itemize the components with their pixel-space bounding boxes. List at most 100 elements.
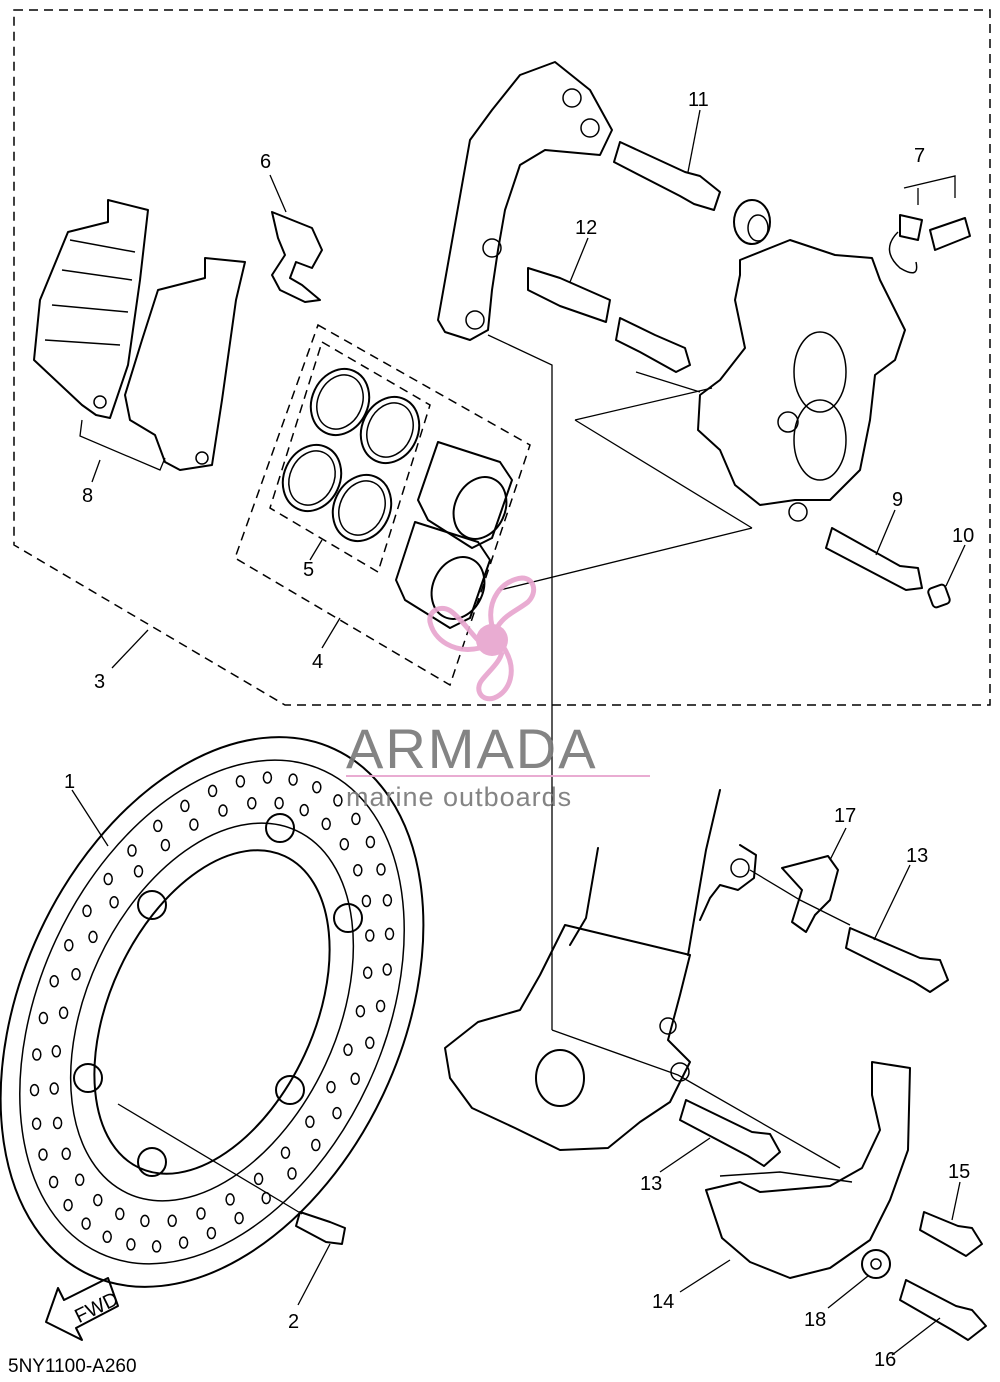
disc-hole — [48, 1175, 59, 1189]
disc-hole — [247, 796, 257, 810]
disc-hole — [274, 796, 284, 810]
brake-pad-right — [124, 257, 246, 471]
callout-10: 10 — [952, 525, 974, 547]
disc-hole — [351, 812, 361, 826]
watermark: ARMADA marine outboards — [346, 575, 650, 812]
disc-hole — [38, 1148, 48, 1161]
disc-hole — [382, 894, 393, 907]
disc-hole — [355, 1004, 366, 1018]
bleed-screw — [888, 214, 971, 274]
caliper-pin-11 — [613, 141, 721, 211]
fwd-arrow: FWD — [45, 1277, 122, 1341]
disc-hole — [63, 1198, 73, 1212]
callout-11: 11 — [688, 89, 709, 111]
watermark-tagline: marine outboards — [346, 782, 572, 812]
pad-spring — [271, 211, 323, 303]
caliper-assembly-boundary — [13, 9, 991, 706]
disc-hole — [362, 966, 373, 979]
disc-hole — [133, 865, 144, 878]
callout-6: 6 — [260, 151, 271, 173]
disc-hole — [384, 927, 395, 941]
disc-hole — [365, 929, 375, 942]
disc-hole — [31, 1117, 42, 1130]
bolt-16 — [899, 1279, 987, 1341]
callout-13-upper: 13 — [906, 845, 928, 867]
disc-cover — [705, 1061, 911, 1279]
callout-16: 16 — [874, 1349, 896, 1371]
callout-8: 8 — [82, 485, 93, 507]
disc-hole — [71, 967, 81, 981]
disc-hole — [64, 938, 74, 952]
disc-hole — [52, 1116, 63, 1130]
callout-15: 15 — [948, 1161, 970, 1183]
disc-hole — [115, 1207, 125, 1221]
callout-2: 2 — [288, 1311, 299, 1333]
disc-hole — [49, 1082, 59, 1095]
disc-hole — [332, 1106, 342, 1120]
bleed-cap-10 — [927, 583, 951, 609]
disc-hole — [333, 794, 343, 807]
disc-hole — [206, 1226, 217, 1240]
bolt-15 — [919, 1211, 983, 1257]
brake-pad-left — [33, 199, 149, 419]
disc-hole — [287, 1167, 297, 1180]
disc-hole — [58, 1006, 69, 1020]
piston-kit-boundary — [234, 323, 531, 687]
disc-hole — [207, 784, 218, 798]
callout-5: 5 — [303, 559, 314, 581]
disc-hole — [103, 872, 113, 886]
disc-hole — [38, 1011, 49, 1025]
disc-hole — [160, 838, 171, 852]
disc-hole — [167, 1214, 177, 1228]
disc-hole — [82, 904, 92, 918]
guard-bracket-17 — [781, 855, 839, 933]
disc-hole — [288, 773, 298, 786]
disc-hole — [353, 863, 363, 877]
disc-hole — [81, 1217, 91, 1230]
callout-4: 4 — [312, 651, 323, 673]
caliper-body — [697, 239, 906, 522]
callout-18: 18 — [804, 1309, 826, 1331]
disc-hole — [61, 1147, 71, 1161]
disc-hole — [225, 1193, 235, 1206]
disc-hole — [127, 844, 137, 857]
disc-hole — [196, 1207, 206, 1220]
disc-bolt — [295, 1211, 346, 1245]
callout-14: 14 — [652, 1291, 674, 1313]
disc-hole — [262, 771, 273, 784]
callout-13-lower: 13 — [640, 1173, 662, 1195]
disc-hole — [365, 835, 376, 849]
disc-hole — [189, 818, 199, 831]
disc-hole — [382, 963, 392, 976]
disc-hole — [151, 1240, 162, 1253]
disc-hole — [153, 819, 163, 833]
disc-hole — [126, 1238, 136, 1251]
disc-hole — [280, 1146, 291, 1159]
disc-hole — [350, 1072, 360, 1086]
pin-sleeve — [615, 317, 691, 373]
disc-hole — [74, 1173, 85, 1187]
disc-hole — [312, 780, 322, 794]
disc-hole — [235, 775, 246, 788]
disc-hole — [253, 1172, 264, 1186]
disc-hole — [180, 799, 190, 813]
disc-hole — [140, 1214, 150, 1228]
drawing-code: 5NY1100-A260 — [8, 1356, 137, 1377]
disc-hole — [32, 1048, 42, 1061]
disc-hole — [93, 1193, 103, 1207]
disc-hole — [339, 837, 350, 851]
callout-9: 9 — [892, 489, 903, 511]
caliper-bracket — [437, 61, 613, 341]
bolt-13-lower — [679, 1099, 781, 1167]
disc-hole — [178, 1236, 189, 1249]
piston-seals — [281, 367, 421, 543]
fwd-label: FWD — [71, 1288, 122, 1328]
callout-17: 17 — [834, 805, 856, 827]
disc-hole — [361, 894, 372, 908]
disc-hole — [51, 1045, 62, 1058]
callout-7: 7 — [914, 145, 925, 167]
washer-18 — [861, 1249, 891, 1279]
brake-disc — [0, 736, 425, 1288]
bolt-13-upper — [845, 927, 949, 993]
